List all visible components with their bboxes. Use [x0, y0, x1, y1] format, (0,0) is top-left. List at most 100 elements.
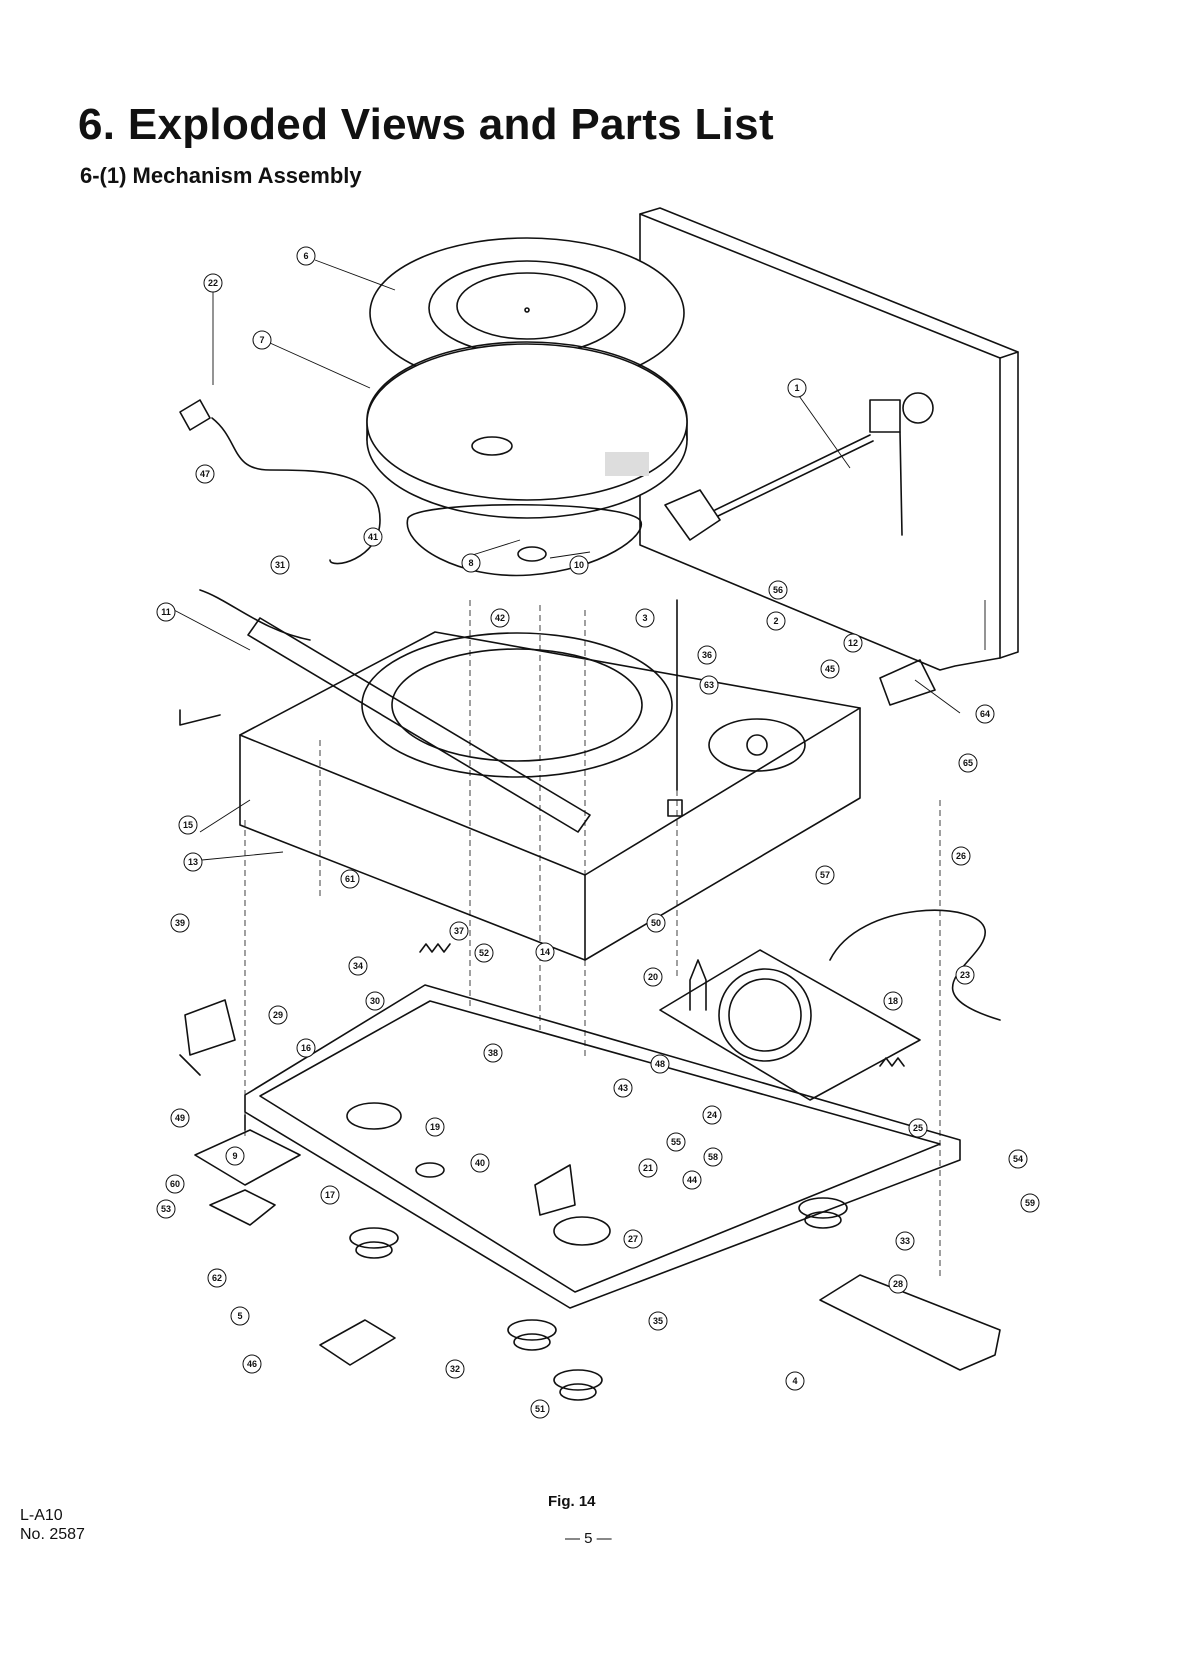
callout-61: 61 [341, 870, 359, 888]
svg-text:27: 27 [628, 1234, 638, 1244]
callout-12: 12 [844, 634, 862, 652]
callout-11: 11 [157, 603, 175, 621]
callout-22a: 22 [204, 274, 222, 292]
svg-text:24: 24 [707, 1110, 717, 1120]
svg-text:5: 5 [237, 1311, 242, 1321]
callout-58: 58 [704, 1148, 722, 1166]
svg-text:62: 62 [212, 1273, 222, 1283]
svg-text:33: 33 [900, 1236, 910, 1246]
callout-8: 8 [462, 554, 480, 572]
dashed-assembly-lines [245, 600, 940, 1280]
callout-26: 26 [952, 847, 970, 865]
svg-text:15: 15 [183, 820, 193, 830]
svg-text:19: 19 [430, 1122, 440, 1132]
svg-text:48: 48 [655, 1059, 665, 1069]
callout-23: 23 [956, 966, 974, 984]
callout-51: 51 [531, 1400, 549, 1418]
svg-text:55: 55 [671, 1137, 681, 1147]
callout-27: 27 [624, 1230, 642, 1248]
svg-text:28: 28 [893, 1279, 903, 1289]
callout-34: 34 [349, 957, 367, 975]
callout-48: 48 [651, 1055, 669, 1073]
svg-text:34: 34 [353, 961, 363, 971]
callout-24: 24 [703, 1106, 721, 1124]
callout-4: 4 [786, 1372, 804, 1390]
callout-41a: 41 [364, 528, 382, 546]
switch-plate [320, 1320, 395, 1365]
callout-35: 35 [649, 1312, 667, 1330]
callout-64: 64 [976, 705, 994, 723]
bottom-board [245, 985, 960, 1308]
callout-43: 43 [614, 1079, 632, 1097]
callout-50: 50 [647, 914, 665, 932]
svg-text:58: 58 [708, 1152, 718, 1162]
svg-text:29: 29 [273, 1010, 283, 1020]
figure-caption: Fig. 14 [548, 1493, 596, 1510]
svg-text:3: 3 [642, 613, 647, 623]
bracket [535, 1165, 575, 1215]
callout-15: 15 [179, 816, 197, 834]
callout-60: 60 [166, 1175, 184, 1193]
callout-17: 17 [321, 1186, 339, 1204]
svg-text:18: 18 [888, 996, 898, 1006]
svg-text:6: 6 [303, 251, 308, 261]
callout-57: 57 [816, 866, 834, 884]
callout-16: 16 [297, 1039, 315, 1057]
svg-text:17: 17 [325, 1190, 335, 1200]
callout-30: 30 [366, 992, 384, 1010]
callout-53: 53 [157, 1200, 175, 1218]
callout-47a: 47 [196, 465, 214, 483]
svg-text:41: 41 [368, 532, 378, 542]
svg-text:50: 50 [651, 918, 661, 928]
callout-32: 32 [446, 1360, 464, 1378]
svg-text:43: 43 [618, 1083, 628, 1093]
callout-2: 2 [767, 612, 785, 630]
svg-text:4: 4 [792, 1376, 797, 1386]
svg-text:49: 49 [175, 1113, 185, 1123]
svg-text:20: 20 [648, 972, 658, 982]
motor [195, 1115, 300, 1225]
platter [367, 342, 687, 518]
callout-9: 9 [226, 1147, 244, 1165]
svg-text:25: 25 [913, 1123, 923, 1133]
svg-text:47: 47 [200, 469, 210, 479]
svg-text:39: 39 [175, 918, 185, 928]
svg-text:60: 60 [170, 1179, 180, 1189]
callout-13: 13 [184, 853, 202, 871]
svg-text:2: 2 [773, 616, 778, 626]
svg-text:63: 63 [704, 680, 714, 690]
callout-42: 42 [491, 609, 509, 627]
callout-5: 5 [231, 1307, 249, 1325]
rubber-feet [350, 1198, 847, 1400]
pulley [518, 547, 546, 561]
svg-text:54: 54 [1013, 1154, 1023, 1164]
svg-text:16: 16 [301, 1043, 311, 1053]
svg-text:52: 52 [479, 948, 489, 958]
svg-text:59: 59 [1025, 1198, 1035, 1208]
cue-lever [180, 1000, 235, 1075]
svg-text:1: 1 [794, 383, 799, 393]
model-number: L-A10 [20, 1506, 85, 1525]
tonearm [665, 393, 933, 540]
svg-text:7: 7 [259, 335, 264, 345]
callout-36: 36 [698, 646, 716, 664]
svg-text:64: 64 [980, 709, 990, 719]
callout-3: 3 [636, 609, 654, 627]
svg-text:40: 40 [475, 1158, 485, 1168]
callout-33: 33 [896, 1232, 914, 1250]
svg-text:65: 65 [963, 758, 973, 768]
svg-text:57: 57 [820, 870, 830, 880]
callout-28: 28 [889, 1275, 907, 1293]
callout-19: 19 [426, 1118, 444, 1136]
svg-text:13: 13 [188, 857, 198, 867]
svg-text:45: 45 [825, 664, 835, 674]
callout-55: 55 [667, 1133, 685, 1151]
callout-40: 40 [471, 1154, 489, 1172]
svg-text:46: 46 [247, 1359, 257, 1369]
svg-text:37: 37 [454, 926, 464, 936]
svg-text:38: 38 [488, 1048, 498, 1058]
callout-7: 7 [253, 331, 271, 349]
callout-62: 62 [208, 1269, 226, 1287]
callout-39: 39 [171, 914, 189, 932]
callout-21: 21 [639, 1159, 657, 1177]
